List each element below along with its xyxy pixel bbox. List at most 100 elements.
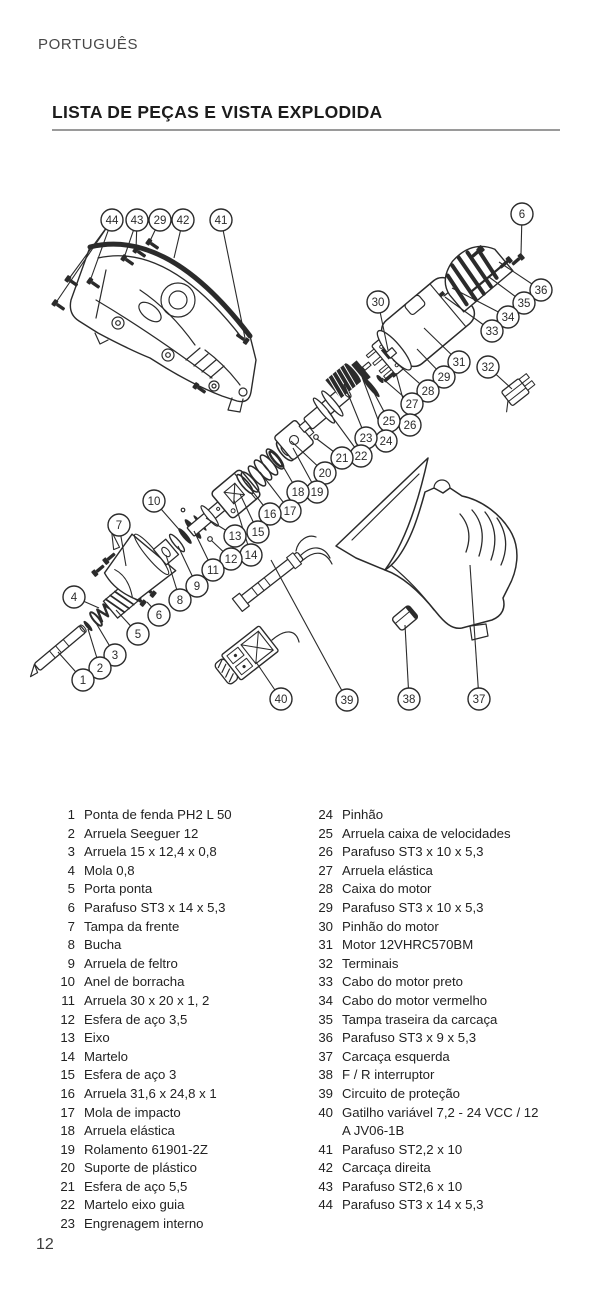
part-number: 14 (60, 1048, 75, 1064)
callout-21: 21 (330, 446, 354, 470)
part-name: Esfera de aço 3 (84, 1067, 177, 1083)
callout-38: 38 (397, 687, 421, 711)
callout-20: 20 (313, 461, 337, 485)
svg-text:33: 33 (486, 326, 499, 338)
part-name: Arruela caixa de velocidades (342, 825, 511, 841)
svg-text:16: 16 (264, 509, 277, 521)
svg-text:23: 23 (360, 433, 373, 445)
part-name: Carcaça esquerda (342, 1048, 450, 1064)
part-number: 30 (318, 918, 333, 934)
callout-1: 1 (71, 668, 95, 692)
callout-34: 34 (496, 305, 520, 329)
part-number: 33 (318, 974, 333, 990)
part-name: Arruela 15 x 12,4 x 0,8 (84, 844, 217, 860)
part-name: Motor 12VHRC570BM (342, 937, 474, 953)
part-number: 39 (318, 1085, 333, 1101)
part-name: Esfera de aço 5,5 (84, 1178, 188, 1194)
svg-text:20: 20 (319, 468, 332, 480)
part-name: Suporte de plástico (84, 1160, 197, 1176)
part-name: Tampa traseira da carcaça (342, 1011, 498, 1027)
callout-13: 13 (223, 524, 247, 548)
callout-19: 19 (305, 480, 329, 504)
leader-line (270, 559, 348, 701)
svg-text:22: 22 (355, 451, 368, 463)
part-name: Parafuso ST2,2 x 10 (342, 1141, 463, 1157)
callout-28: 28 (416, 379, 440, 403)
svg-text:10: 10 (148, 496, 161, 508)
svg-text:32: 32 (482, 362, 495, 374)
part-name: Caixa do motor (342, 881, 432, 897)
svg-text:7: 7 (116, 520, 122, 532)
part-name: Parafuso ST3 x 14 x 5,3 (342, 1197, 484, 1213)
part-name: Arruela elástica (342, 862, 433, 878)
part-number: 29 (318, 899, 333, 915)
part-name: Martelo eixo guia (84, 1197, 185, 1213)
part-number: 41 (318, 1141, 333, 1157)
parts-list-row: 33 Cabo do motor preto (312, 973, 548, 992)
svg-text:9: 9 (194, 581, 200, 593)
part-number: 3 (67, 844, 75, 860)
svg-text:31: 31 (453, 357, 466, 369)
part-number: 18 (60, 1123, 75, 1139)
part-name: Cabo do motor vermelho (342, 992, 488, 1008)
parts-list-row: 24 Pinhão (312, 806, 548, 825)
part-number: 21 (60, 1178, 75, 1194)
svg-text:28: 28 (422, 386, 435, 398)
svg-text:25: 25 (383, 416, 396, 428)
part-name: Cabo do motor preto (342, 974, 463, 990)
callout-5: 5 (126, 622, 150, 646)
part-name: Parafuso ST3 x 10 x 5,3 (342, 899, 484, 915)
svg-text:6: 6 (519, 209, 525, 221)
svg-text:13: 13 (229, 531, 242, 543)
part-name: F / R interruptor (342, 1067, 435, 1083)
part-number: 28 (318, 881, 333, 897)
svg-text:12: 12 (225, 554, 238, 566)
part-name: Pinhão (342, 807, 384, 822)
callout-18: 18 (286, 480, 310, 504)
part-name: Arruela 30 x 20 x 1, 2 (84, 992, 210, 1008)
part-number: 24 (318, 807, 333, 822)
callout-9: 9 (185, 574, 209, 598)
language-header: PORTUGUÊS (38, 36, 139, 53)
part-number: 38 (318, 1067, 333, 1083)
callout-32: 32 (476, 355, 500, 379)
part-number: 15 (60, 1067, 75, 1083)
callout-14: 14 (239, 543, 263, 567)
part-number: 13 (60, 1030, 75, 1046)
parts-list-row: 18 Arruela elástica (54, 1122, 310, 1141)
callout-12: 12 (219, 547, 243, 571)
callout-29: 29 (432, 365, 456, 389)
part-number: 7 (67, 918, 75, 934)
part-name: Arruela 31,6 x 24,8 x 1 (84, 1085, 217, 1101)
svg-text:44: 44 (106, 215, 119, 227)
part-name: Parafuso ST3 x 10 x 5,3 (342, 844, 484, 860)
part-number: 40 (318, 1104, 333, 1120)
svg-text:3: 3 (112, 650, 118, 662)
svg-text:39: 39 (341, 695, 354, 707)
part-number: 10 (60, 974, 75, 990)
svg-text:1: 1 (80, 675, 86, 687)
svg-text:18: 18 (292, 487, 305, 499)
part-name: Carcaça direita (342, 1160, 431, 1176)
part-name: Arruela elástica (84, 1123, 175, 1139)
callout-25: 25 (377, 409, 401, 433)
svg-text:17: 17 (284, 506, 297, 518)
parts-list-row: 41 Parafuso ST2,2 x 10 (312, 1141, 548, 1160)
part-number: 5 (67, 881, 75, 897)
callout-30: 30 (366, 290, 390, 314)
part-number: 36 (318, 1030, 333, 1046)
callout-43: 43 (125, 208, 149, 232)
svg-text:26: 26 (404, 420, 417, 432)
